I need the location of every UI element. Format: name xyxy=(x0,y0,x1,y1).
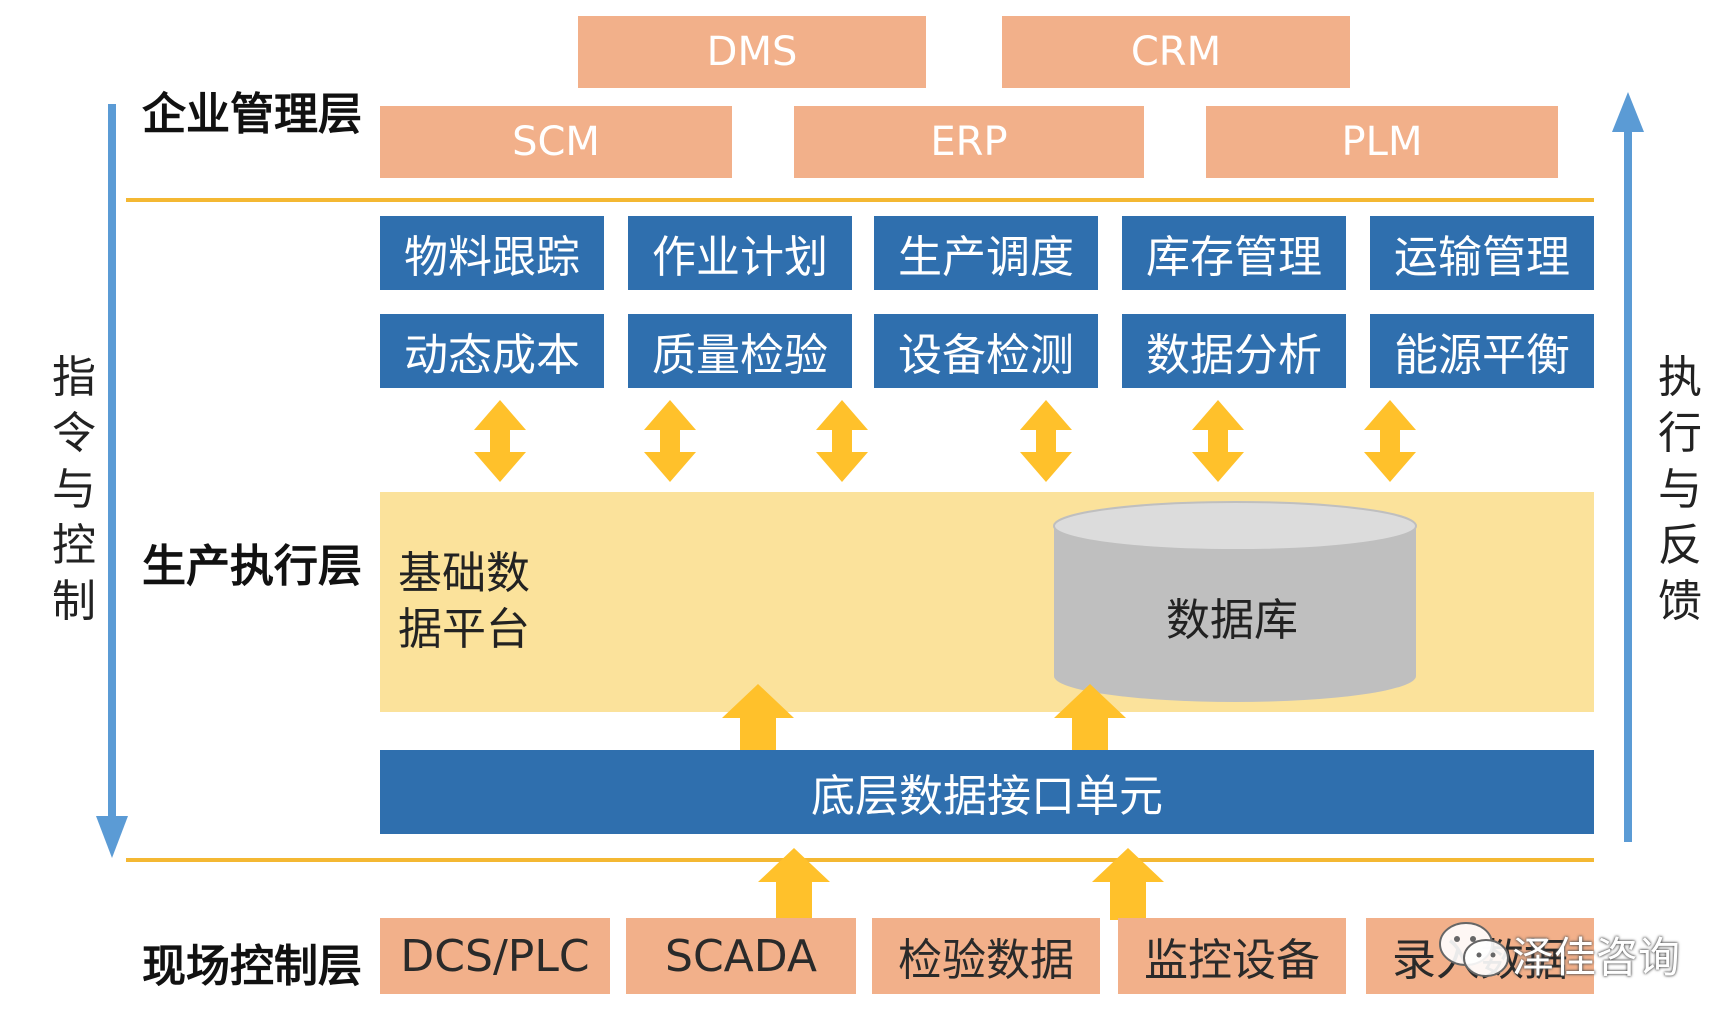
bidirectional-arrow-5 xyxy=(1192,400,1244,482)
field-item-dcs-plc: DCS/PLC xyxy=(380,918,610,994)
plm-box: PLM xyxy=(1206,106,1558,178)
module-inventory-management: 库存管理 xyxy=(1122,216,1346,290)
bidirectional-arrow-6 xyxy=(1364,400,1416,482)
command-control-label: 指 令 与 控 制 xyxy=(52,352,96,627)
field-item-scada: SCADA xyxy=(626,918,856,994)
bidirectional-arrow-3 xyxy=(816,400,868,482)
scm-box: SCM xyxy=(380,106,732,178)
command-control-arrow xyxy=(96,104,128,858)
bidirectional-arrow-2 xyxy=(644,400,696,482)
wechat-icon xyxy=(1439,922,1509,977)
module-data-analysis: 数据分析 xyxy=(1122,314,1346,388)
up-arrow-interface-left xyxy=(722,684,794,754)
up-arrow-field-left xyxy=(758,848,830,920)
execution-feedback-arrow xyxy=(1612,92,1644,842)
production-layer-label: 生产执行层 xyxy=(142,541,362,592)
erp-box: ERP xyxy=(794,106,1144,178)
module-dynamic-cost: 动态成本 xyxy=(380,314,604,388)
field-layer-label: 现场控制层 xyxy=(142,941,362,992)
up-arrow-field-right xyxy=(1092,848,1164,920)
watermark-text: 泽佳咨询 xyxy=(1512,933,1681,982)
module-equipment-detection: 设备检测 xyxy=(874,314,1098,388)
dms-box: DMS xyxy=(578,16,926,88)
field-item-monitoring-equipment: 监控设备 xyxy=(1118,918,1346,994)
module-energy-balance: 能源平衡 xyxy=(1370,314,1594,388)
bidirectional-arrow-4 xyxy=(1020,400,1072,482)
crm-box: CRM xyxy=(1002,16,1350,88)
module-job-planning: 作业计划 xyxy=(628,216,852,290)
database-icon xyxy=(1053,501,1417,702)
module-quality-inspection: 质量检验 xyxy=(628,314,852,388)
bidirectional-arrow-1 xyxy=(474,400,526,482)
up-arrow-interface-right xyxy=(1054,684,1126,754)
enterprise-production-separator xyxy=(126,198,1594,202)
execution-feedback-label: 执 行 与 反 馈 xyxy=(1658,352,1702,627)
module-transport-management: 运输管理 xyxy=(1370,216,1594,290)
production-field-separator xyxy=(126,858,1594,862)
data-platform-label: 基础数 据平台 xyxy=(398,548,530,655)
enterprise-layer-label: 企业管理层 xyxy=(142,89,362,140)
database-label: 数据库 xyxy=(1166,595,1298,646)
module-production-scheduling: 生产调度 xyxy=(874,216,1098,290)
module-material-tracking: 物料跟踪 xyxy=(380,216,604,290)
data-interface-unit: 底层数据接口单元 xyxy=(380,750,1594,834)
field-item-inspection-data: 检验数据 xyxy=(872,918,1100,994)
